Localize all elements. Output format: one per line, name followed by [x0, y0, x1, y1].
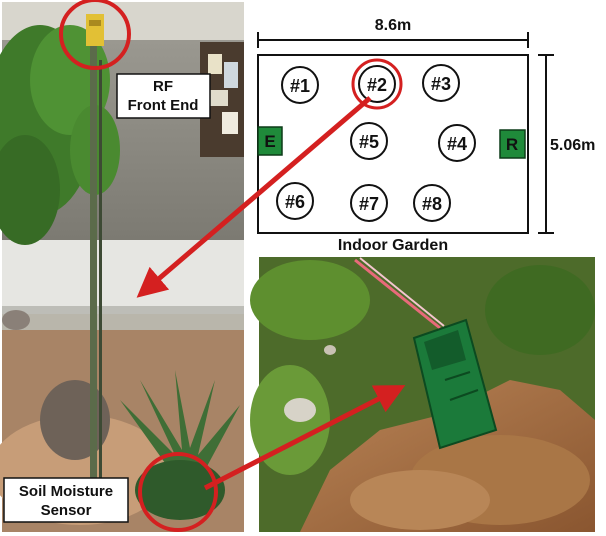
soil-label-line2: Sensor: [41, 502, 92, 519]
node-3: #3: [422, 64, 460, 102]
floor-plan: 8.6m 5.06m #1 #2 #3 #5 #4: [257, 17, 595, 254]
rf-module: [86, 14, 104, 46]
node-5: #5: [350, 122, 388, 160]
marker-r: R: [499, 129, 526, 159]
marker-e: E: [257, 126, 283, 156]
node-8: #8: [413, 184, 451, 222]
svg-text:#7: #7: [359, 194, 379, 214]
node-1: #1: [281, 66, 319, 104]
agave-plant: [120, 370, 240, 520]
width-label: 8.6m: [375, 17, 411, 34]
node-4: #4: [438, 124, 476, 162]
rf-label-line2: Front End: [128, 97, 199, 114]
svg-text:#3: #3: [431, 74, 451, 94]
sensor-wire: [354, 258, 441, 330]
soil-highlight-circle: [138, 452, 218, 532]
svg-text:#4: #4: [447, 134, 467, 154]
soil-label-line1: Soil Moisture: [19, 483, 113, 500]
node-2: #2: [358, 65, 396, 103]
svg-text:E: E: [264, 132, 275, 151]
node-6: #6: [276, 182, 314, 220]
height-label: 5.06m: [550, 137, 595, 154]
arrow-node2-to-rf: [136, 96, 372, 298]
sensor-pcb: [412, 318, 498, 450]
rf-highlight-circle: [59, 0, 131, 70]
svg-text:#1: #1: [290, 76, 310, 96]
sensor-photo: [250, 257, 595, 532]
svg-text:R: R: [506, 135, 518, 154]
soil-callout: Soil Moisture Sensor: [3, 477, 129, 523]
svg-text:#2: #2: [367, 75, 387, 95]
arrow-soil-to-pcb: [203, 385, 406, 491]
node-7: #7: [350, 184, 388, 222]
garden-title: Indoor Garden: [338, 237, 448, 254]
svg-text:#6: #6: [285, 192, 305, 212]
svg-text:#8: #8: [422, 194, 442, 214]
rf-callout: RF Front End: [116, 73, 211, 119]
node-2-highlight-ring: [351, 58, 403, 110]
svg-text:#5: #5: [359, 132, 379, 152]
rf-label-line1: RF: [153, 78, 173, 95]
